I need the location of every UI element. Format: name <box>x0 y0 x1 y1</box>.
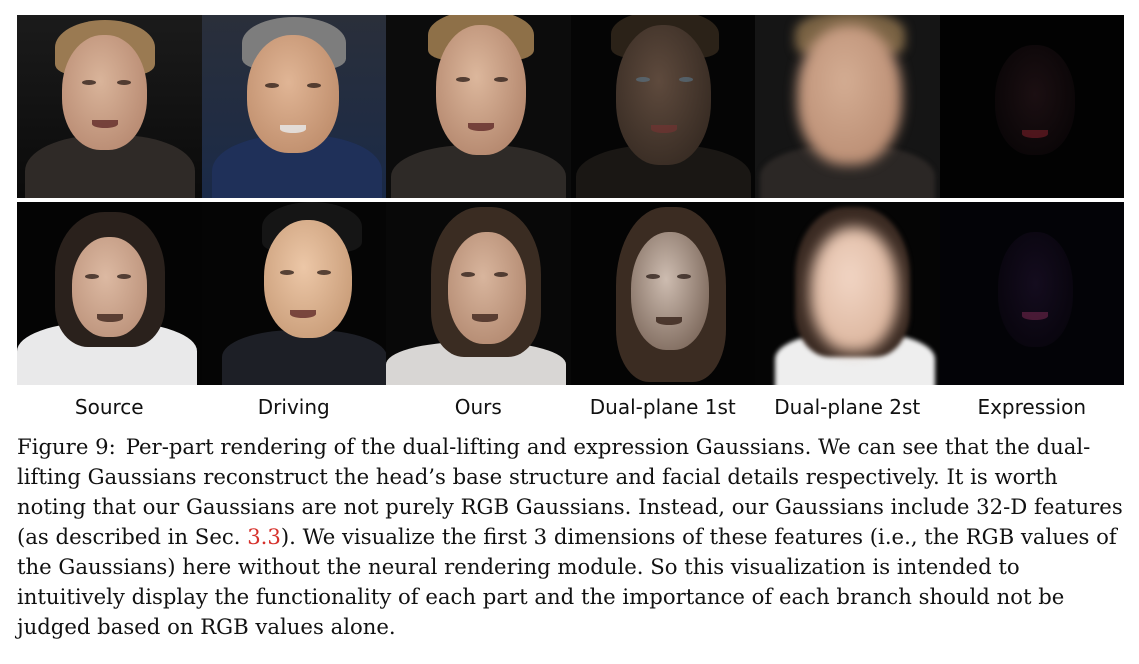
driving-image-row1 <box>201 15 386 198</box>
column-label-ours: Ours <box>454 395 502 419</box>
column-label-source: Source <box>74 395 144 419</box>
caption-text-part1: Per-part rendering of the dual-lifting a… <box>17 434 1123 549</box>
dual-plane-2st-image-row1 <box>755 15 940 198</box>
figure-label: Figure 9: <box>17 434 116 459</box>
dual-plane-1st-image-row2 <box>570 202 755 385</box>
driving-image-row2 <box>201 202 386 385</box>
column-labels: Source Driving Ours Dual-plane 1st Dual-… <box>17 393 1124 421</box>
figure-image-grid <box>17 15 1124 385</box>
source-image-row1 <box>17 15 202 198</box>
column-label-dual-plane-2st: Dual-plane 2st <box>774 395 921 419</box>
column-label-dual-plane-1st: Dual-plane 1st <box>589 395 736 419</box>
column-label-driving: Driving <box>257 395 330 419</box>
caption-text-part2: ). We visualize the first 3 dimensions o… <box>17 524 1117 639</box>
source-image-row2 <box>17 202 202 385</box>
figure-caption: Figure 9:Per-part rendering of the dual-… <box>17 432 1124 642</box>
expression-image-row2 <box>939 202 1124 385</box>
ours-image-row1 <box>386 15 571 198</box>
section-reference-link[interactable]: 3.3 <box>247 524 281 549</box>
dual-plane-1st-image-row1 <box>570 15 755 198</box>
ours-image-row2 <box>386 202 571 385</box>
expression-image-row1 <box>939 15 1124 198</box>
column-label-expression: Expression <box>977 395 1087 419</box>
dual-plane-2st-image-row2 <box>755 202 940 385</box>
